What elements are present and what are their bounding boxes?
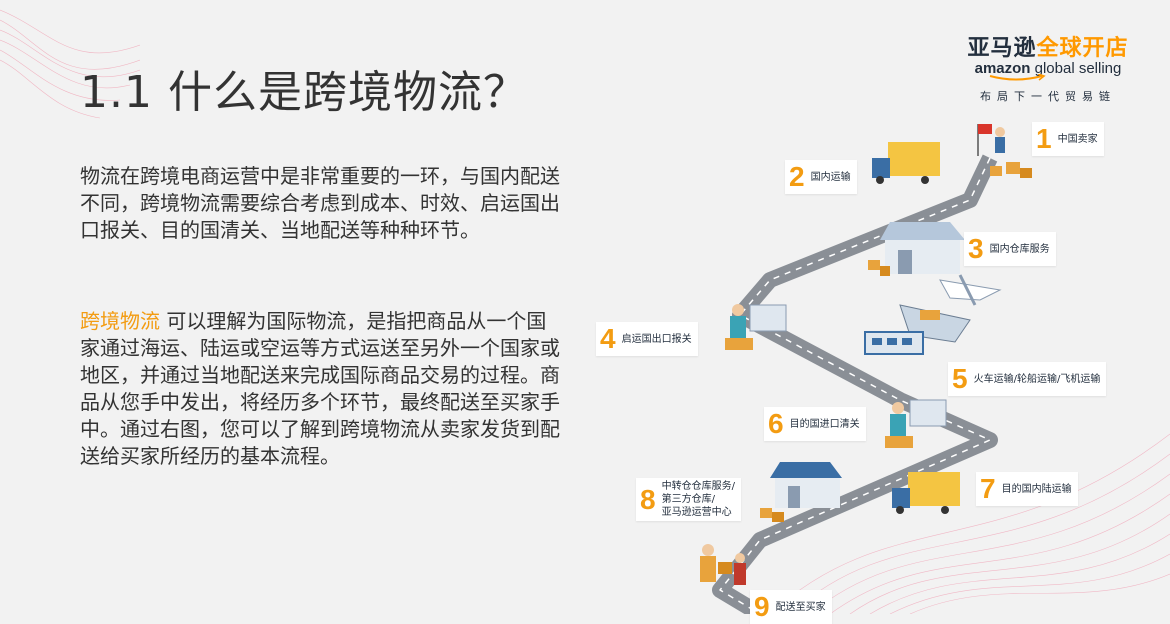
step-6-import-customs: 6 目的国进口清关 (764, 407, 866, 441)
step-7-number: 7 (980, 473, 996, 504)
step-5-number: 5 (952, 363, 968, 394)
page-title: 1.1 什么是跨境物流？ (80, 67, 528, 118)
definition-paragraph: 跨境物流 可以理解为国际物流，是指把商品从一个国家通过海运、陆运或空运等方式运送… (80, 308, 560, 470)
step-6-number: 6 (768, 408, 784, 439)
decorative-wave-lines-left (0, 9, 140, 119)
step-4-label: 启运国出口报关 (621, 333, 692, 345)
step-7-inland-transport: 7 目的国内陆运输 (976, 472, 1078, 506)
step-5-international-transport: 5 火车运输/轮船运输/飞机运输 (948, 362, 1107, 396)
step-9-number: 9 (754, 591, 770, 622)
logo-cn-orange: 全球开店 (1036, 36, 1129, 61)
step-3-number: 3 (968, 233, 984, 264)
domestic-truck-illustration (872, 142, 940, 184)
fulfillment-center-illustration (760, 462, 842, 522)
decorative-wave-lines-right (769, 433, 1170, 614)
seller-illustration (977, 124, 1032, 178)
step-2-domestic-transport: 2 国内运输 (785, 160, 857, 194)
logo-english: amazon global selling (958, 60, 1138, 77)
step-8-label: 中转仓仓库服务/ 第三方仓库/ 亚马逊运营中心 (661, 481, 735, 518)
step-3-label: 国内仓库服务 (989, 243, 1050, 255)
logo-tagline: 布局下一代贸易链 (980, 90, 1116, 103)
amazon-smile-icon (989, 74, 1046, 81)
transport-modes-illustration (864, 274, 1002, 355)
step-8-fulfillment-center: 8 中转仓仓库服务/ 第三方仓库/ 亚马逊运营中心 (636, 478, 741, 521)
logistics-flow-diagram: 1 中国卖家 2 国内运输 3 国内仓库服务 4 启运国出口报关 5 火车运输/… (580, 110, 1140, 624)
definition-highlight: 跨境物流 (80, 309, 160, 333)
step-1-china-seller: 1 中国卖家 (1032, 122, 1104, 156)
logo-en-bold: amazon (974, 60, 1031, 77)
step-1-number: 1 (1036, 123, 1052, 154)
buyer-delivery-illustration (700, 544, 746, 585)
step-2-number: 2 (789, 161, 805, 192)
step-2-label: 国内运输 (810, 171, 851, 183)
step-1-label: 中国卖家 (1057, 133, 1098, 145)
definition-text: 可以理解为国际物流，是指把商品从一个国家通过海运、陆运或空运等方式运送至另外一个… (80, 309, 560, 468)
step-8-number: 8 (640, 483, 656, 515)
export-customs-illustration (725, 304, 787, 350)
step-4-number: 4 (600, 323, 616, 354)
logo-cn-dark: 亚马逊 (967, 36, 1037, 61)
domestic-warehouse-illustration (868, 222, 965, 276)
import-customs-illustration (885, 399, 947, 448)
inland-truck-illustration (892, 472, 960, 514)
flow-road-illustration (700, 124, 1032, 614)
logo-en-light: global selling (1030, 60, 1122, 77)
step-7-label: 目的国内陆运输 (1001, 483, 1072, 495)
amazon-global-selling-logo: 亚马逊全球开店 amazon global selling 布局下一代贸易链 (958, 30, 1138, 104)
step-6-label: 目的国进口清关 (789, 418, 860, 430)
step-4-export-customs: 4 启运国出口报关 (596, 322, 698, 356)
logo-chinese: 亚马逊全球开店 (958, 30, 1138, 62)
step-5-label: 火车运输/轮船运输/飞机运输 (973, 373, 1101, 385)
intro-paragraph: 物流在跨境电商运营中是非常重要的一环，与国内配送不同，跨境物流需要综合考虑到成本… (80, 164, 560, 242)
step-3-domestic-warehouse: 3 国内仓库服务 (964, 232, 1056, 266)
step-9-label: 配送至买家 (775, 601, 826, 613)
step-9-deliver-to-buyer: 9 配送至买家 (750, 590, 832, 624)
